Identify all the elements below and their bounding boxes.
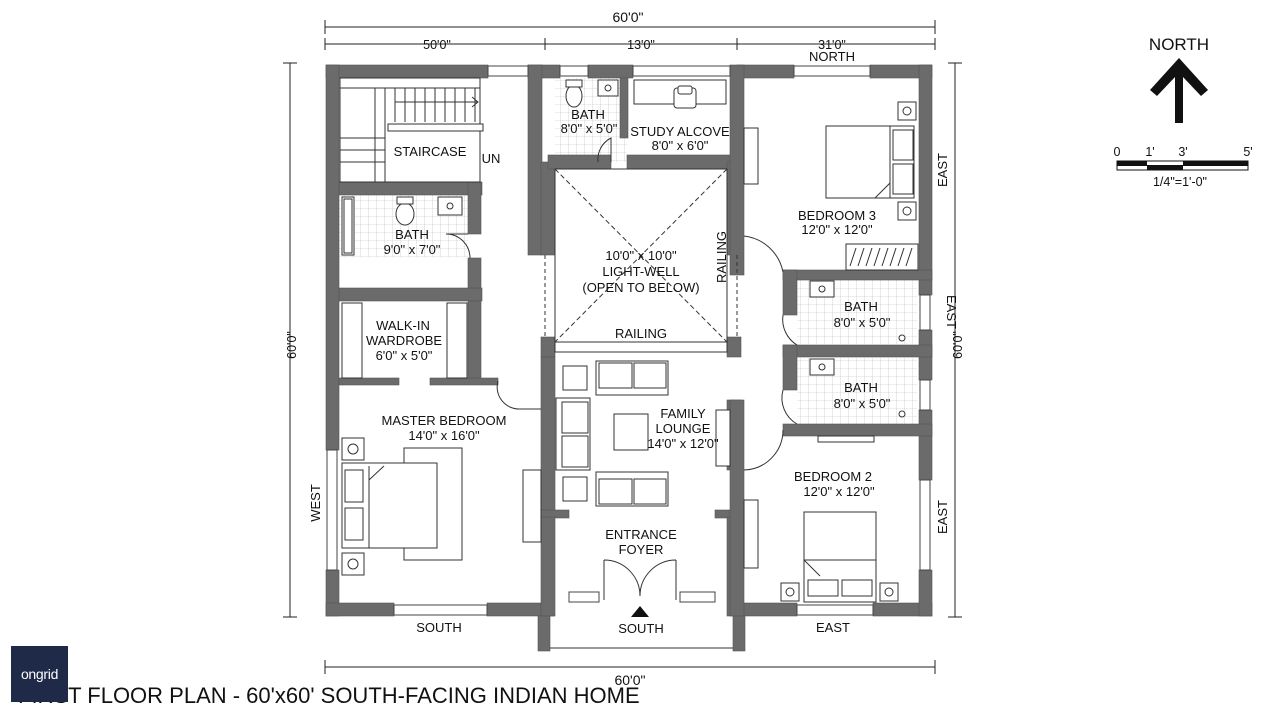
foyer-line2: FOYER — [619, 542, 664, 557]
brand-logo: ongrid — [11, 646, 68, 702]
staircase-up-tag: UN — [482, 151, 501, 166]
north-arrow-icon — [1150, 58, 1208, 123]
master-bedroom-size: 14'0" x 16'0" — [408, 428, 480, 443]
bath-right2-name: BATH — [844, 380, 878, 395]
master-bedroom-name: MASTER BEDROOM — [382, 413, 507, 428]
south-label-2: SOUTH — [618, 621, 664, 636]
scale-tick-1: 1' — [1145, 145, 1154, 159]
study-size: 8'0" x 6'0" — [652, 138, 709, 153]
lightwell-opening — [544, 168, 738, 353]
foyer-line1: ENTRANCE — [605, 527, 677, 542]
dim-right: 60'0" — [951, 331, 965, 359]
bath-right1-name: BATH — [844, 299, 878, 314]
wardrobe-line1: WALK-IN — [376, 318, 430, 333]
east-label-1: EAST — [935, 153, 950, 187]
north-wall-label: NORTH — [809, 49, 855, 64]
dim-top-segment-1: 50'0" — [423, 38, 451, 52]
south-label-1: SOUTH — [416, 620, 462, 635]
wardrobe-line2: WARDROBE — [366, 333, 442, 348]
bath-left-name: BATH — [395, 227, 429, 242]
bedroom2-size: 12'0" x 12'0" — [803, 484, 875, 499]
lightwell-size: 10'0" x 10'0" — [605, 248, 677, 263]
dimension-lines — [283, 20, 962, 674]
bath-left-size: 9'0" x 7'0" — [384, 242, 441, 257]
bedroom2-name: BEDROOM 2 — [794, 469, 872, 484]
west-label: WEST — [308, 484, 323, 522]
lightwell-name: LIGHT-WELL — [602, 264, 679, 279]
scale-tick-0: 0 — [1114, 145, 1121, 159]
study-name: STUDY ALCOVE — [630, 124, 730, 139]
dim-top-overall: 60'0" — [612, 9, 643, 25]
scale-tick-5: 5' — [1243, 145, 1252, 159]
lounge-line1: FAMILY — [660, 406, 706, 421]
bedroom3-name: BEDROOM 3 — [798, 208, 876, 223]
lounge-line2: LOUNGE — [656, 421, 711, 436]
drawing-title: FIRST FLOOR PLAN - 60'x60' SOUTH-FACING … — [18, 683, 640, 708]
east-label-bottom: EAST — [816, 620, 850, 635]
windows — [326, 65, 931, 616]
railing-vertical-label: RAILING — [714, 231, 729, 283]
entrance-arrow-icon — [631, 606, 649, 617]
east-label-3: EAST — [935, 500, 950, 534]
dim-bottom-overall: 60'0" — [614, 672, 645, 688]
bedroom3-size: 12'0" x 12'0" — [801, 222, 873, 237]
staircase-label: STAIRCASE — [394, 144, 467, 159]
east-label-2: EAST — [944, 295, 959, 329]
bath-right1-size: 8'0" x 5'0" — [834, 315, 891, 330]
lightwell-note: (OPEN TO BELOW) — [582, 280, 699, 295]
dim-top-segment-3: 31'0" — [818, 38, 846, 52]
lounge-size: 14'0" x 12'0" — [647, 436, 719, 451]
scale-ratio: 1/4"=1'-0" — [1153, 175, 1207, 189]
scale-bar — [1116, 160, 1249, 171]
wardrobe-size: 6'0" x 5'0" — [376, 348, 433, 363]
bath-right2-size: 8'0" x 5'0" — [834, 396, 891, 411]
scale-tick-3: 3' — [1178, 145, 1187, 159]
bath-top-name: BATH — [571, 107, 605, 122]
bath-top-size: 8'0" x 5'0" — [561, 121, 618, 136]
dim-left: 60'0" — [285, 331, 299, 359]
compass-label: NORTH — [1149, 35, 1209, 54]
dim-top-segment-2: 13'0" — [627, 38, 655, 52]
staircase-treads — [339, 77, 484, 183]
fixtures — [341, 79, 919, 603]
doors — [445, 137, 798, 600]
railing-horizontal-label: RAILING — [615, 326, 667, 341]
